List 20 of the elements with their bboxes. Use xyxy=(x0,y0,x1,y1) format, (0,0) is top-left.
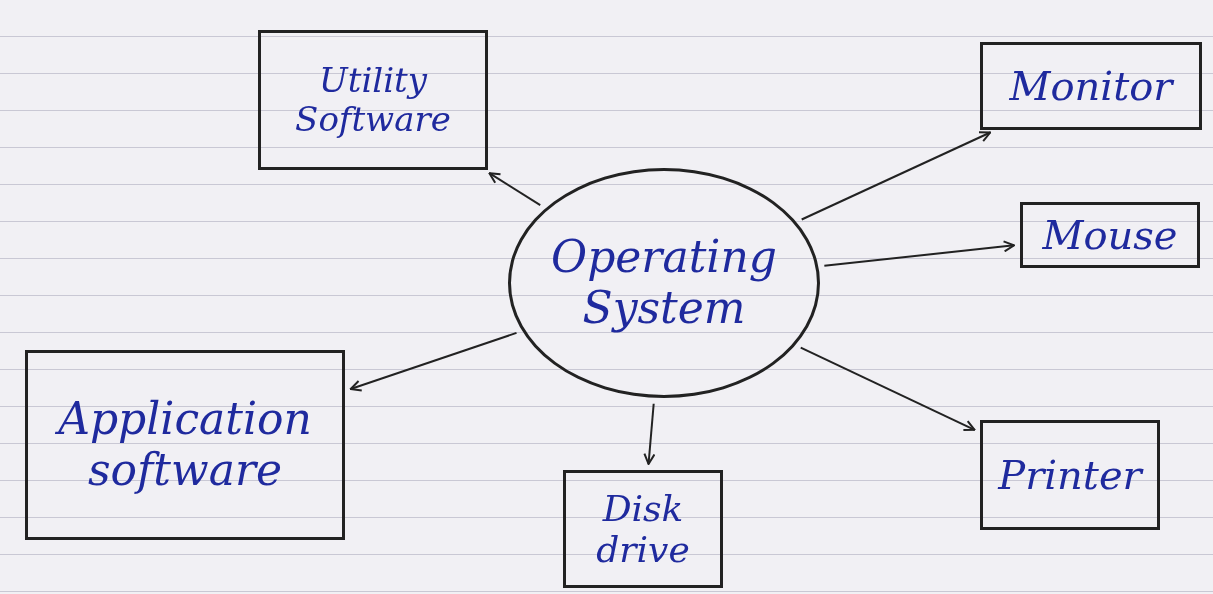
process-ellipse xyxy=(508,168,820,398)
process-box xyxy=(980,42,1202,130)
node-label: Monitor xyxy=(1009,63,1173,109)
process-box xyxy=(258,30,488,170)
arrow xyxy=(800,131,992,221)
node-label: Operating System xyxy=(550,232,778,334)
process-box xyxy=(25,350,345,540)
node-label: Printer xyxy=(998,452,1142,498)
arrow xyxy=(643,402,656,465)
node-label: Mouse xyxy=(1042,212,1178,258)
node-label: Application software xyxy=(36,394,334,496)
process-box xyxy=(563,470,723,588)
arrow xyxy=(488,172,542,207)
arrow xyxy=(823,240,1016,267)
node-label: Utility Software xyxy=(294,60,452,140)
arrow xyxy=(799,346,976,432)
arrow xyxy=(349,331,518,392)
node-label: Disk drive xyxy=(595,487,691,571)
process-box xyxy=(1020,202,1200,268)
process-box xyxy=(980,420,1160,530)
